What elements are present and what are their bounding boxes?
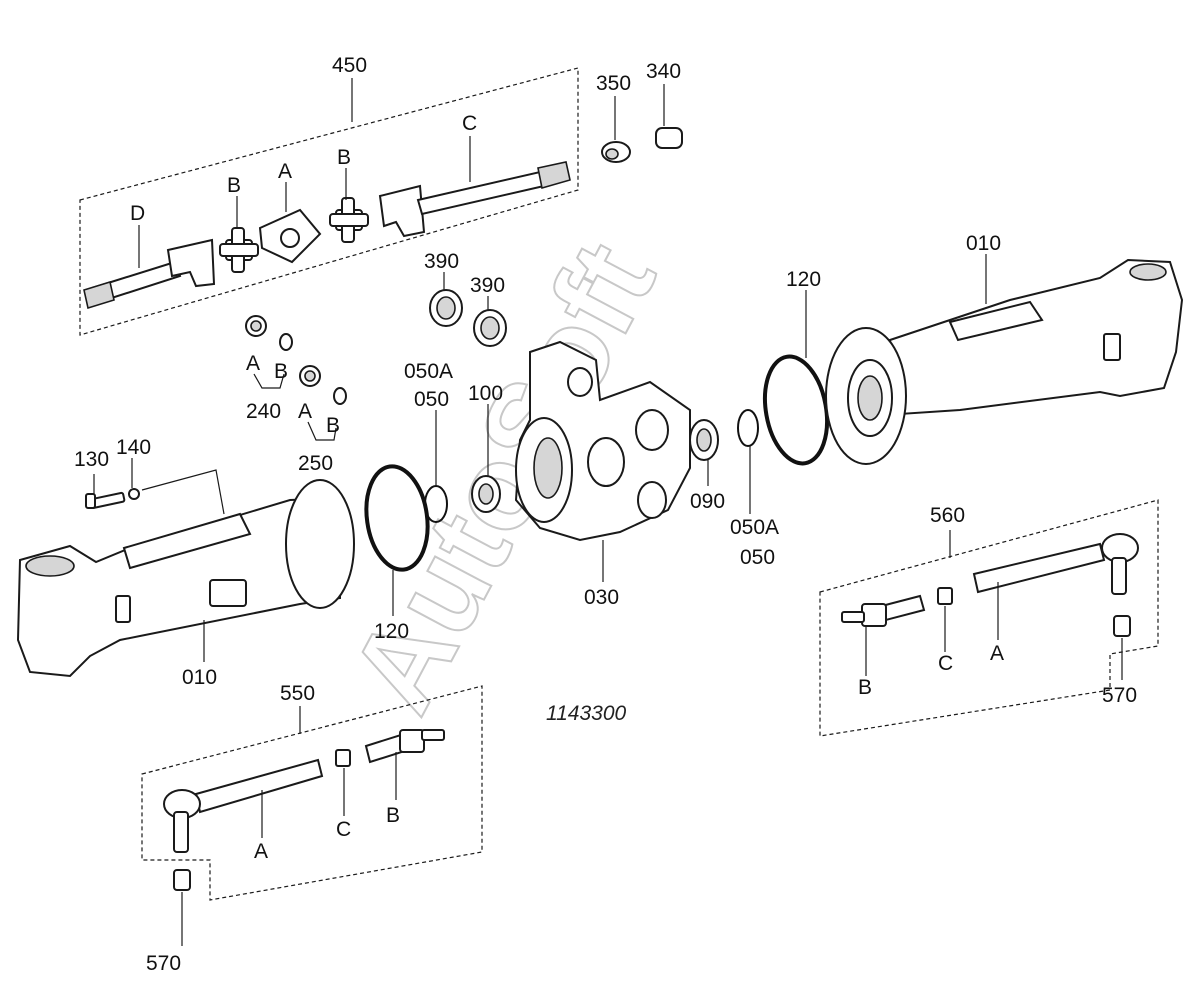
group-550-box [141,685,483,901]
label-050a-top: 050A [404,360,453,383]
cup-390b [473,309,507,347]
label-390a: 390 [424,250,459,273]
label-b-560: B [858,676,872,699]
seal-250b [333,387,347,405]
label-570-left: 570 [146,952,181,975]
label-b-240: B [274,360,288,383]
label-d: D [130,202,145,225]
bearing-350 [601,141,631,163]
label-010-left: 010 [182,666,217,689]
bushing-340 [655,127,683,149]
label-c-top: C [462,112,477,135]
label-130: 130 [74,448,109,471]
ring-050-right [737,409,759,447]
label-240: 240 [246,400,281,423]
seal-240b [279,333,293,351]
label-030: 030 [584,586,619,609]
label-090: 090 [690,490,725,513]
label-120-bottom: 120 [374,620,409,643]
label-c-550: C [336,818,351,841]
end-550-b [364,729,445,764]
label-050-top: 050 [414,388,449,411]
seal-240a [245,315,267,337]
nut-550-c [335,749,351,767]
label-340: 340 [646,60,681,83]
seal-250a [299,365,321,387]
label-550: 550 [280,682,315,705]
shaft-d [83,238,216,310]
label-c-560: C [938,652,953,675]
leader-140-housing [141,469,225,515]
drawing-number: 1143300 [546,702,627,725]
label-140: 140 [116,436,151,459]
nut-570-left [173,869,191,891]
label-b2: B [337,146,351,169]
end-560-b [841,594,926,627]
cross-b1 [219,227,259,273]
shim-100 [471,475,501,513]
washer-140 [128,488,140,500]
label-250: 250 [298,452,333,475]
seal-090 [689,419,719,461]
label-010-right: 010 [966,232,1001,255]
group-560-box [819,499,1159,737]
cross-b2 [329,197,369,243]
label-a-550: A [254,840,268,863]
bracket-250 [307,421,337,441]
nut-560-c [937,587,953,605]
label-570-right: 570 [1102,684,1137,707]
o-ring-120-right [763,354,829,466]
label-b1: B [227,174,241,197]
label-a-240: A [246,352,260,375]
label-120-top: 120 [786,268,821,291]
label-100: 100 [468,382,503,405]
tie-rod-560-a [972,533,1139,595]
tie-rod-550-a [163,758,324,853]
axle-housing-010-right [825,258,1184,465]
axle-housing-010-left [16,479,355,678]
center-housing-030 [514,340,691,542]
shaft-c [378,161,571,238]
label-a-560: A [990,642,1004,665]
label-a-250: A [298,400,312,423]
cup-390a [429,289,463,327]
bracket-240 [253,373,285,389]
label-b-250: B [326,414,340,437]
label-050-bottom: 050 [740,546,775,569]
label-b-550: B [386,804,400,827]
label-560: 560 [930,504,965,527]
label-350: 350 [596,72,631,95]
label-390b: 390 [470,274,505,297]
label-450: 450 [332,54,367,77]
label-050a-bottom: 050A [730,516,779,539]
nut-570-right [1113,615,1131,637]
bolt-130 [85,491,126,510]
coupling-a [258,208,322,264]
group-450-box [79,67,579,336]
label-a1: A [278,160,292,183]
